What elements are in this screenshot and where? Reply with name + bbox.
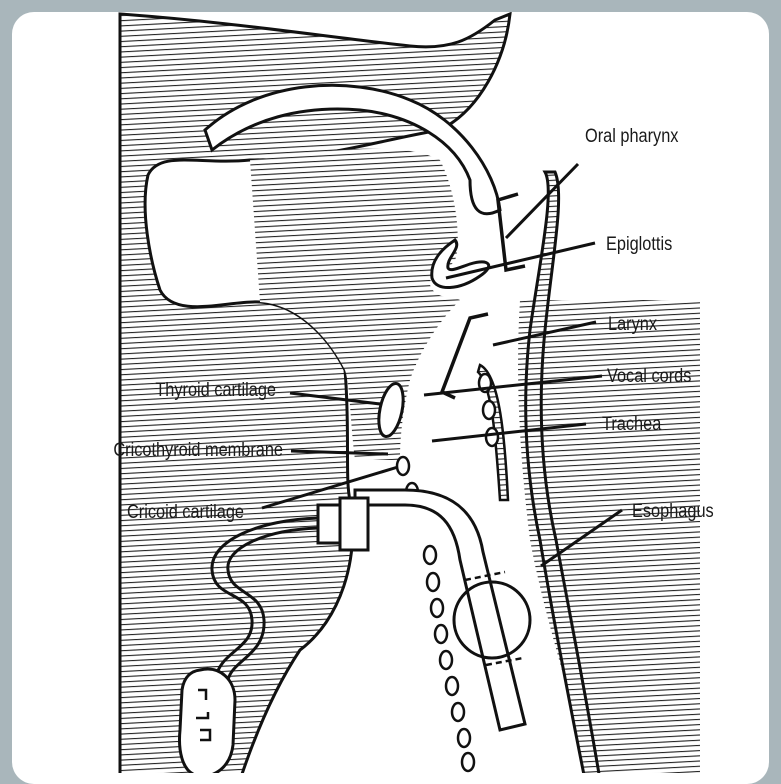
pilot-balloon: [180, 669, 235, 773]
label-vocal-cords: Vocal cords: [607, 365, 692, 386]
label-cricoid-cartilage: Cricoid cartilage: [127, 501, 244, 522]
tube-cuff: [454, 582, 530, 658]
label-thyroid-cartilage: Thyroid cartilage: [155, 379, 276, 400]
label-epiglottis: Epiglottis: [606, 233, 672, 254]
label-cricothyroid-membrane: Cricothyroid membrane: [113, 439, 283, 460]
label-oral-pharynx: Oral pharynx: [585, 125, 679, 146]
label-larynx: Larynx: [608, 313, 657, 334]
label-trachea: Trachea: [602, 413, 661, 434]
label-esophagus: Esophagus: [632, 500, 714, 521]
